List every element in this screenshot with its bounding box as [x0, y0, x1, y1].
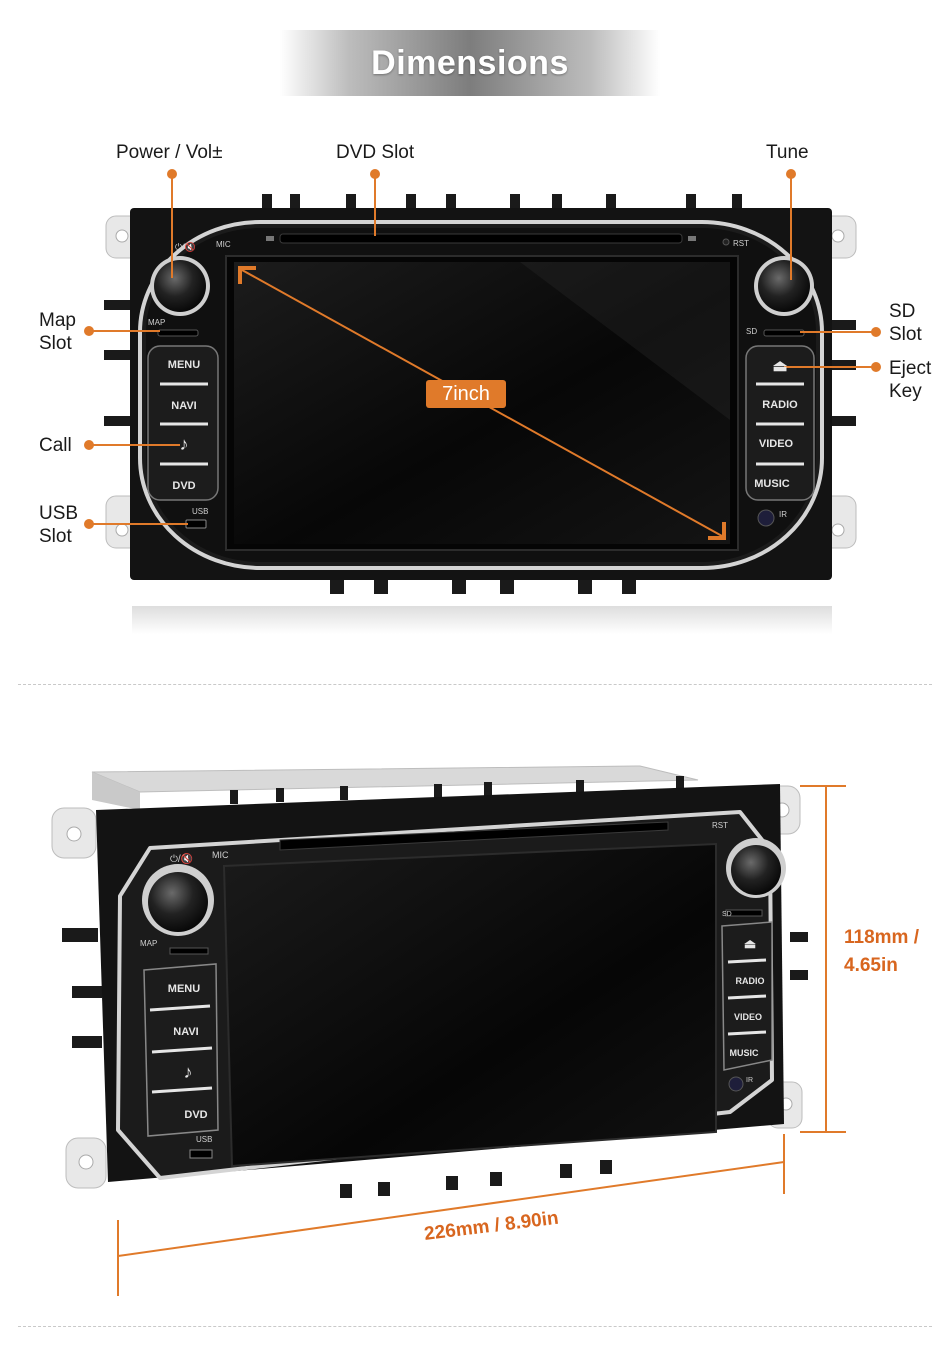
- dvd-slot-angled: [279, 821, 669, 851]
- call-button[interactable]: ♪: [180, 434, 189, 454]
- callout-tune: Tune: [766, 142, 809, 163]
- usb-label-angled: USB: [196, 1135, 212, 1144]
- bottom-tabs: [330, 578, 636, 594]
- ir-sensor: [757, 509, 775, 527]
- tune-knob: [758, 260, 810, 312]
- power-mute-icon-angled: ⏻/🔇: [170, 852, 193, 865]
- top-tabs: [262, 194, 742, 210]
- section-divider-top: [18, 684, 932, 685]
- callout-call: Call: [39, 435, 72, 456]
- front-view-diagram: MIC RST MAP SD USB IR ⏻/🔇 MENU NAVI ♪ DV…: [84, 169, 881, 634]
- callout-sd-slot-line1: SD: [889, 301, 916, 322]
- mic-label: MIC: [216, 240, 231, 249]
- usb-port: [185, 519, 207, 529]
- height-dimension-label: 118mm / 4.65in: [844, 924, 919, 980]
- navi-button-angled[interactable]: NAVI: [173, 1026, 198, 1038]
- video-button-angled[interactable]: VIDEO: [734, 1012, 762, 1022]
- side-brackets: [104, 300, 856, 426]
- power-mute-icon: ⏻/🔇: [175, 241, 196, 252]
- radio-button-angled[interactable]: RADIO: [736, 976, 765, 986]
- width-dimension-label: 226mm / 8.90in: [423, 1208, 560, 1245]
- tune-knob-angled: [731, 845, 781, 895]
- callout-usb-slot-line1: USB: [39, 503, 79, 524]
- callout-map-slot-line2: Slot: [39, 333, 72, 354]
- unit-reflection: [132, 606, 832, 634]
- callout-dvd-slot: DVD Slot: [336, 142, 415, 163]
- ir-label-angled: IR: [746, 1077, 753, 1084]
- title-banner: Dimensions: [280, 30, 660, 96]
- screen-size-badge: 7inch: [426, 380, 506, 408]
- callout-power-vol: Power / Vol±: [116, 142, 223, 163]
- angled-view-diagram: MIC RST MAP SD USB IR ⏻/🔇 MENU NAVI ♪ DV…: [51, 765, 846, 1296]
- music-button[interactable]: MUSIC: [754, 478, 790, 490]
- sd-label: SD: [746, 327, 757, 336]
- call-button-angled[interactable]: ♪: [184, 1062, 193, 1082]
- music-button-angled[interactable]: MUSIC: [730, 1048, 760, 1058]
- callout-map-slot: Map Slot: [39, 309, 76, 355]
- dvd-button[interactable]: DVD: [172, 480, 195, 492]
- dvd-button-angled[interactable]: DVD: [184, 1109, 207, 1121]
- callout-sd-slot-line2: Slot: [889, 324, 922, 345]
- chassis-top: [91, 765, 699, 793]
- callout-eject-line1: Eject: [889, 358, 932, 379]
- video-button[interactable]: VIDEO: [759, 438, 794, 450]
- mic-label-angled: MIC: [212, 850, 229, 860]
- navi-button[interactable]: NAVI: [171, 400, 196, 412]
- rst-label: RST: [733, 239, 749, 248]
- screen-angled: [222, 842, 717, 1168]
- map-label-angled: MAP: [140, 939, 157, 948]
- eject-button-angled[interactable]: ⏏: [744, 936, 756, 951]
- map-slot: [157, 329, 199, 337]
- radio-button[interactable]: RADIO: [762, 399, 798, 411]
- map-label: MAP: [148, 318, 165, 327]
- width-dimension: [117, 1134, 785, 1296]
- power-volume-knob-angled: [148, 872, 208, 932]
- eject-button[interactable]: ⏏: [772, 358, 787, 375]
- height-label-line1: 118mm /: [844, 927, 919, 948]
- sd-slot: [763, 329, 805, 337]
- callout-sd-slot: SD Slot: [889, 300, 922, 346]
- ir-label: IR: [779, 510, 787, 519]
- callout-eject-line2: Key: [889, 381, 922, 402]
- menu-button-angled[interactable]: MENU: [168, 983, 200, 995]
- height-label-line2: 4.65in: [844, 955, 898, 976]
- menu-button[interactable]: MENU: [168, 359, 200, 371]
- page-title: Dimensions: [371, 44, 569, 82]
- dvd-slot: [279, 233, 683, 244]
- callout-usb-slot: USB Slot: [39, 502, 78, 548]
- sd-label-angled: SD: [722, 911, 732, 918]
- callout-eject-key: Eject Key: [889, 357, 931, 403]
- rst-label-angled: RST: [712, 821, 728, 830]
- section-divider-bottom: [18, 1326, 932, 1327]
- height-dimension: [800, 785, 846, 1133]
- callout-usb-slot-line2: Slot: [39, 526, 72, 547]
- usb-label: USB: [192, 507, 208, 516]
- callout-map-slot-line1: Map: [39, 310, 76, 331]
- power-volume-knob: [154, 260, 206, 312]
